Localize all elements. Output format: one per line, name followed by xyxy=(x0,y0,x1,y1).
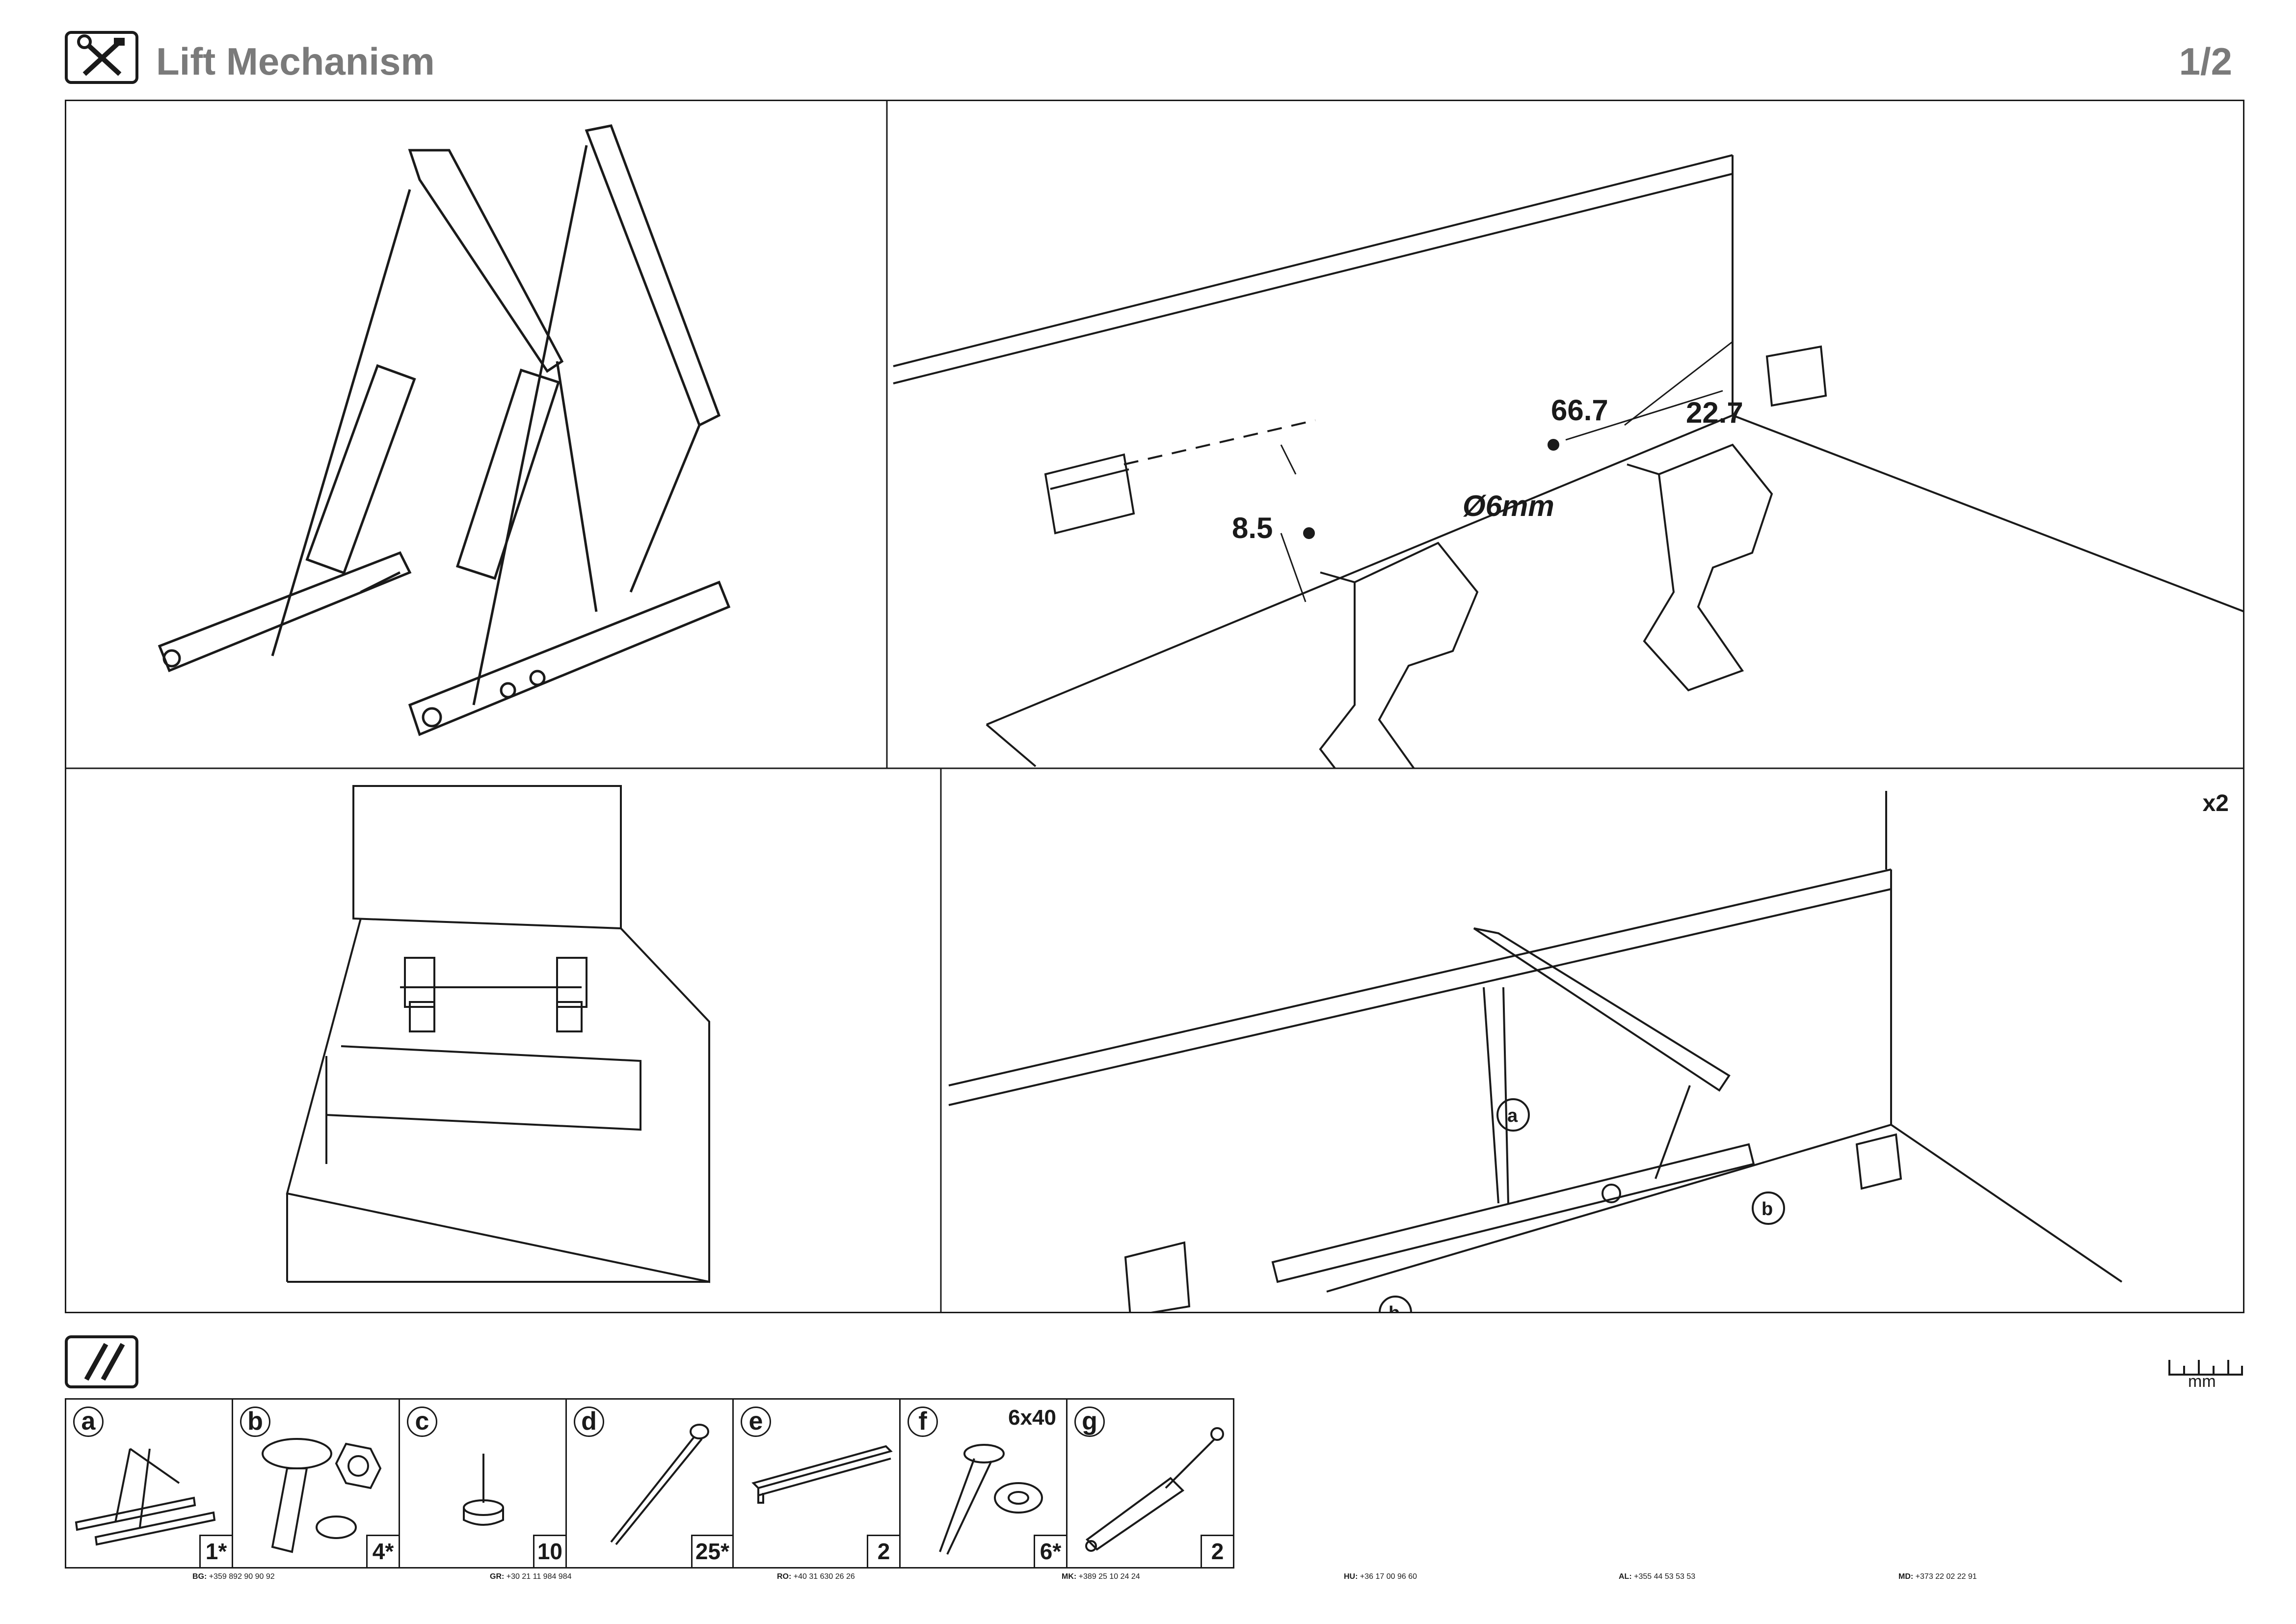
part-cell-d: d 25* xyxy=(565,1398,734,1569)
part-quantity: 25* xyxy=(691,1535,732,1567)
glide-nail-icon xyxy=(463,1454,504,1526)
dimension-66-7: 66.7 xyxy=(1551,394,1608,427)
part-quantity: 4* xyxy=(366,1535,399,1567)
part-letter: b xyxy=(240,1407,270,1437)
parts-table: a 1* b 4* c 10 d xyxy=(65,1398,1234,1569)
step-2-drilling-illustration: 66.7 22.7 8.5 Ø6mm xyxy=(888,101,2244,768)
part-quantity: 2 xyxy=(1201,1535,1233,1567)
part-label-a: a xyxy=(1507,1106,1518,1126)
part-letter: e xyxy=(741,1407,771,1437)
dimension-22-7: 22.7 xyxy=(1686,396,1743,429)
phone-al: AL: +355 44 53 53 53 xyxy=(1619,1572,1696,1581)
drill-diameter: Ø6mm xyxy=(1463,489,1554,522)
screws-icon xyxy=(65,1335,138,1388)
part-quantity: 1* xyxy=(199,1535,232,1567)
part-cell-a: a 1* xyxy=(65,1398,233,1569)
carriage-bolt-nut-icon xyxy=(262,1438,382,1553)
part-cell-e: e 2 xyxy=(732,1398,901,1569)
part-letter: c xyxy=(407,1407,437,1437)
part-letter: d xyxy=(574,1407,604,1437)
part-cell-b: b 4* xyxy=(232,1398,400,1569)
part-label-b-right: b xyxy=(1762,1199,1773,1219)
ruler-icon xyxy=(2166,1355,2245,1399)
screw-washer-icon xyxy=(939,1444,1043,1555)
part-quantity: 6* xyxy=(1034,1535,1066,1567)
phone-gr: GR: +30 21 11 984 984 xyxy=(490,1572,572,1581)
part-cell-c: c 10 xyxy=(399,1398,567,1569)
part-cell-g: g 2 xyxy=(1066,1398,1234,1569)
part-letter: g xyxy=(1074,1407,1105,1437)
phone-hu: HU: +36 17 00 96 60 xyxy=(1344,1572,1417,1581)
step-1-mechanism-illustration xyxy=(66,101,887,768)
illustration-frame: 66.7 22.7 8.5 Ø6mm x2 xyxy=(65,100,2244,1313)
dimension-8-5: 8.5 xyxy=(1232,512,1273,544)
screw-size: 6x40 xyxy=(1008,1406,1056,1430)
phone-ro: RO: +40 31 630 26 26 xyxy=(777,1572,855,1581)
page-number: 1/2 xyxy=(2179,40,2232,83)
part-label-b-left: b xyxy=(1388,1303,1400,1313)
part-quantity: 10 xyxy=(533,1535,565,1567)
lift-mechanism-icon xyxy=(75,1448,216,1546)
part-cell-f: f 6x40 6* xyxy=(899,1398,1068,1569)
phone-bg: BG: +359 892 90 90 92 xyxy=(192,1572,275,1581)
part-quantity: 2 xyxy=(867,1535,899,1567)
phone-md: MD: +373 22 02 22 91 xyxy=(1898,1572,1977,1581)
part-letter: f xyxy=(908,1407,938,1437)
quantity-multiplier: x2 xyxy=(2202,790,2229,816)
step-4-mounting-illustration: x2 a b b xyxy=(944,771,2244,1313)
gas-spring-icon xyxy=(1085,1427,1224,1552)
part-letter: a xyxy=(73,1407,104,1437)
phone-mk: MK: +389 25 10 24 24 xyxy=(1062,1572,1140,1581)
profile-strip-icon xyxy=(751,1445,893,1504)
nail-icon xyxy=(610,1424,709,1545)
page-title: Lift Mechanism xyxy=(156,40,435,83)
ruler-unit: mm xyxy=(2188,1372,2216,1391)
tools-icon xyxy=(65,31,138,84)
step-3-bed-illustration xyxy=(66,771,941,1313)
